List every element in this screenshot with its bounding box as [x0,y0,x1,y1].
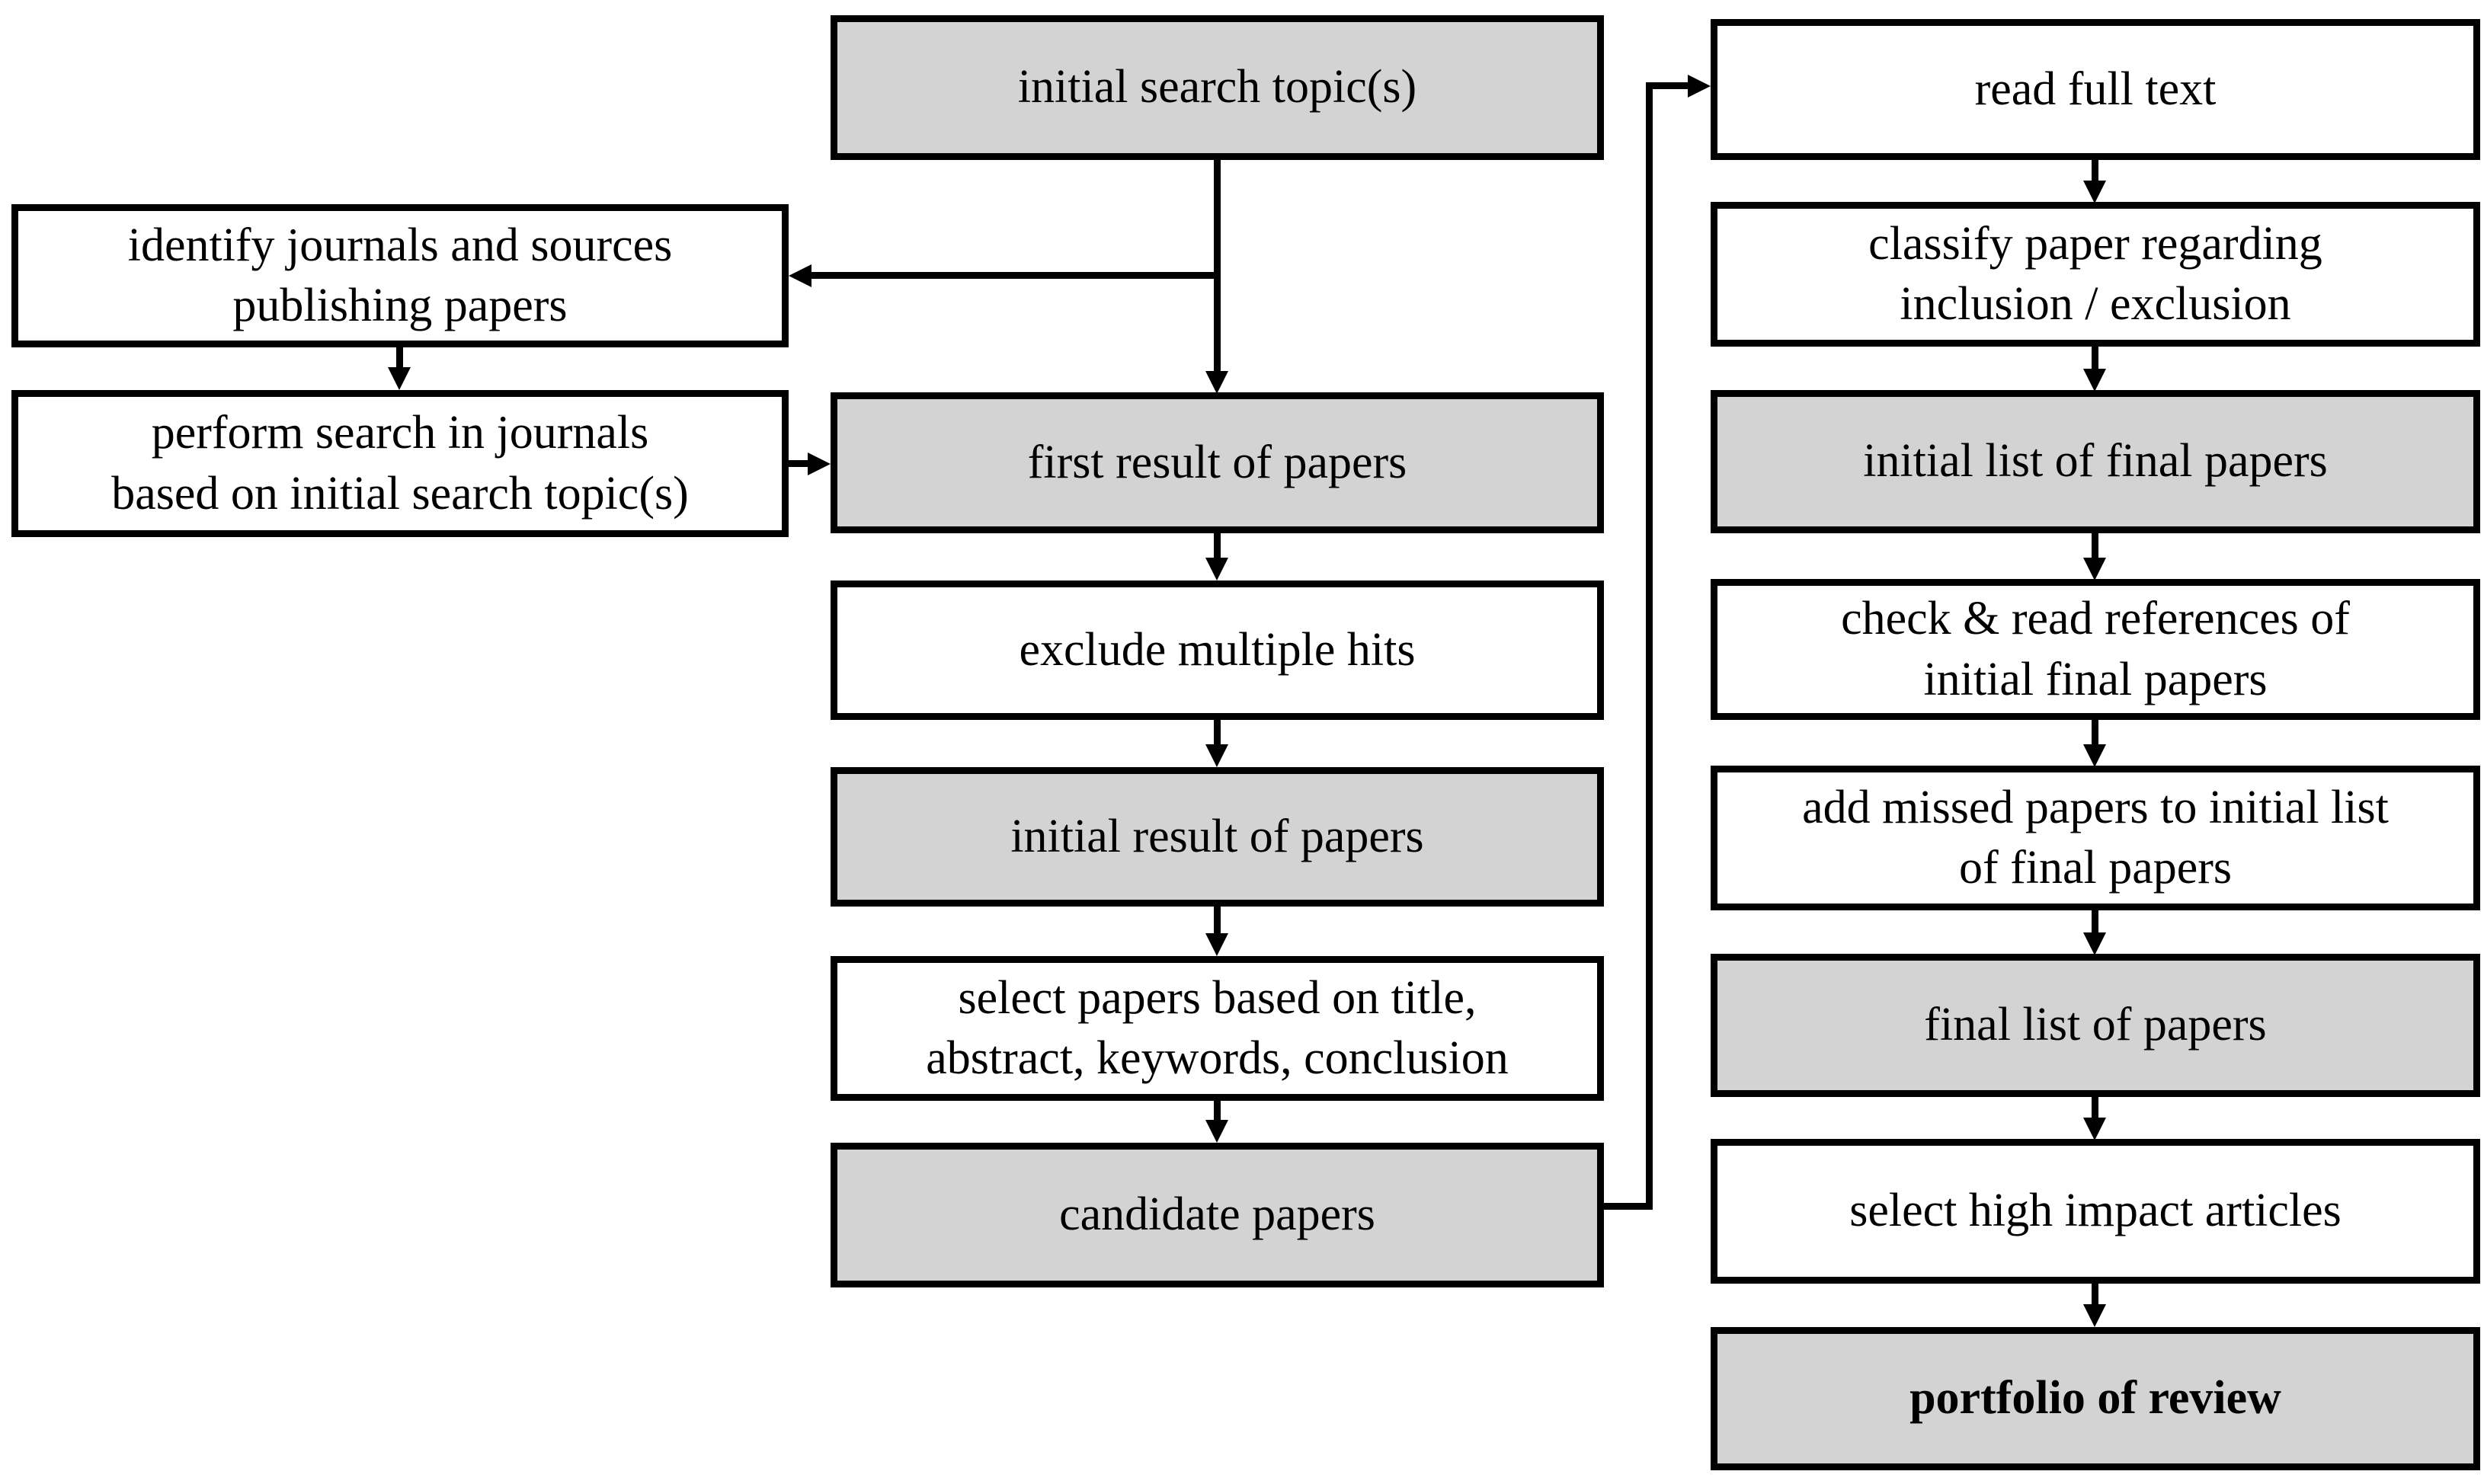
edge-initial-list-to-check-line [2092,533,2098,559]
edge-check-to-add-missed-arrowhead-icon [2083,744,2106,767]
edge-exclude-to-initial-result-line [1214,720,1221,746]
edge-add-missed-to-final-list-line [2092,910,2098,934]
node-check-read-references: check & read references of initial final… [1711,579,2480,720]
node-select-papers-label: select papers based on title, abstract, … [926,971,1509,1084]
node-add-missed-papers: add missed papers to initial list of fin… [1711,766,2480,910]
edge-select-high-to-portfolio-arrowhead-icon [2083,1304,2106,1327]
node-initial-result-label: initial result of papers [1010,810,1424,862]
node-final-list-of-papers: final list of papers [1711,954,2480,1097]
edge-topics-to-identify-journals-line [810,272,1221,279]
edge-read-to-classify-arrowhead-icon [2083,181,2106,203]
node-final-list-of-papers-label: final list of papers [1924,999,2267,1051]
node-identify-journals: identify journals and sources publishing… [11,204,789,347]
edge-first-result-to-exclude-line [1214,533,1221,559]
node-add-missed-papers-label: add missed papers to initial list of fin… [1802,781,2389,894]
edge-classify-to-initial-list-line [2092,347,2098,370]
node-select-high-impact-label: select high impact articles [1849,1185,2342,1237]
node-initial-list-of-final-papers-label: initial list of final papers [1863,435,2328,488]
edge-select-high-to-portfolio-line [2092,1284,2098,1306]
edge-initial-result-to-select-arrowhead-icon [1205,933,1228,956]
edge-select-to-candidate-arrowhead-icon [1205,1120,1228,1143]
node-classify-paper-label: classify paper regarding inclusion / exc… [1868,217,2322,330]
edge-final-list-to-select-high-arrowhead-icon [2083,1118,2106,1140]
edge-add-missed-to-final-list-arrowhead-icon [2083,932,2106,955]
edge-select-to-candidate-line [1214,1101,1221,1121]
node-classify-paper: classify paper regarding inclusion / exc… [1711,202,2480,347]
edge-initial-list-to-check-arrowhead-icon [2083,558,2106,580]
edge-candidate-to-read-line-top [1646,82,1689,89]
node-candidate-papers: candidate papers [831,1143,1604,1287]
node-initial-list-of-final-papers: initial list of final papers [1711,390,2480,533]
node-initial-result: initial result of papers [831,767,1604,907]
edge-first-result-to-exclude-arrowhead-icon [1205,558,1228,580]
edge-candidate-to-read-line-bottom [1604,1203,1653,1210]
node-exclude-multiple-hits-label: exclude multiple hits [1019,623,1416,676]
edge-check-to-add-missed-line [2092,720,2098,746]
edge-topics-to-first-result-arrowhead-icon [1205,371,1228,394]
node-exclude-multiple-hits: exclude multiple hits [831,580,1604,720]
node-initial-search-topics-label: initial search topic(s) [1017,61,1417,114]
edge-identify-to-perform-line [396,347,403,369]
node-initial-search-topics: initial search topic(s) [831,15,1604,160]
node-identify-journals-label: identify journals and sources publishing… [127,219,673,331]
node-portfolio-of-review-label: portfolio of review [1909,1372,2281,1425]
edge-initial-result-to-select-line [1214,907,1221,935]
edge-final-list-to-select-high-line [2092,1097,2098,1119]
edge-exclude-to-initial-result-arrowhead-icon [1205,744,1228,767]
node-select-high-impact: select high impact articles [1711,1139,2480,1284]
node-portfolio-of-review: portfolio of review [1711,1327,2480,1470]
node-first-result: first result of papers [831,392,1604,533]
edge-topics-to-first-result-line [1214,160,1221,371]
edge-candidate-to-read-line-vertical [1646,82,1653,1210]
node-check-read-references-label: check & read references of initial final… [1841,593,2350,705]
node-select-papers: select papers based on title, abstract, … [831,956,1604,1101]
node-first-result-label: first result of papers [1027,436,1407,488]
edge-classify-to-initial-list-arrowhead-icon [2083,369,2106,392]
edge-perform-to-first-result-arrowhead-icon [808,453,831,475]
node-candidate-papers-label: candidate papers [1059,1188,1375,1241]
edge-read-to-classify-line [2092,160,2098,182]
node-perform-search-label: perform search in journals based on init… [111,407,689,520]
node-read-full-text-label: read full text [1974,62,2217,115]
node-perform-search: perform search in journals based on init… [11,390,789,537]
node-read-full-text: read full text [1711,19,2480,160]
edge-identify-to-perform-arrowhead-icon [388,367,411,390]
edge-candidate-to-read-arrowhead-icon [1688,75,1711,98]
edge-topics-to-identify-journals-arrowhead-icon [789,264,811,287]
edge-perform-to-first-result-line [789,460,809,467]
